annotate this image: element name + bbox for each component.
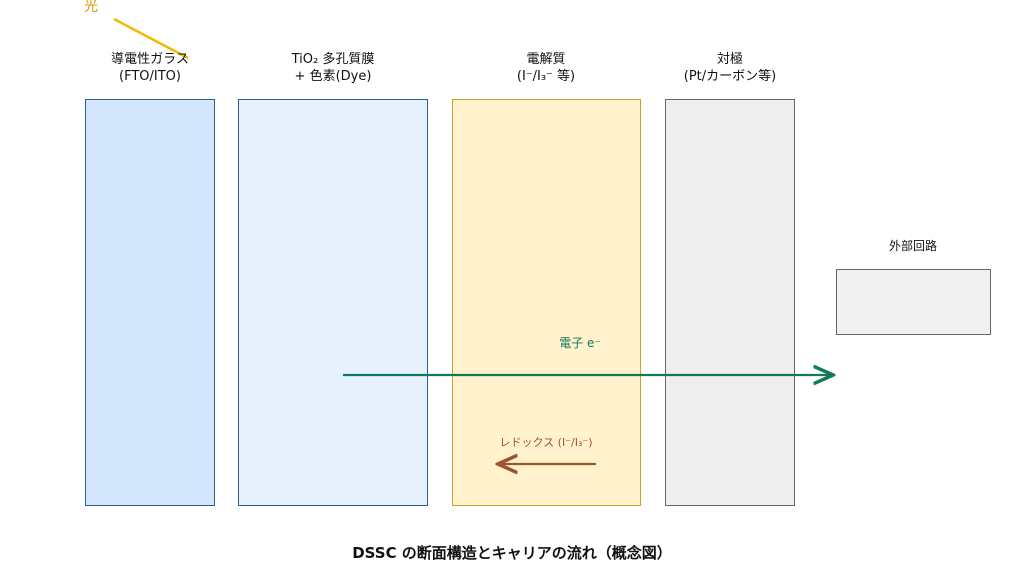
layer-label-electrolyte: 電解質(I⁻/I₃⁻ 等) [516, 52, 576, 84]
electron-label: 電子 e⁻ [559, 336, 601, 350]
layer-tio2-dye [238, 99, 428, 506]
layer-label-glass: 導電性ガラス(FTO/ITO) [111, 52, 189, 84]
layer-label-tio2: TiO₂ 多孔質膜+ 色素(Dye) [291, 52, 375, 84]
light-label: 光 [84, 0, 98, 15]
redox-label: レドックス (I⁻/I₃⁻) [499, 436, 593, 449]
light-arrow [113, 17, 189, 60]
external-circuit-box [836, 269, 991, 335]
layer-electrolyte [452, 99, 641, 506]
layer-counter-electrode [665, 99, 795, 506]
external-circuit-label: 外部回路 [888, 239, 938, 253]
diagram-title: DSSC の断面構造とキャリアの流れ（概念図） [352, 544, 672, 562]
layer-conductive-glass [85, 99, 215, 506]
layer-label-counter: 対極(Pt/カーボン等) [683, 52, 777, 84]
